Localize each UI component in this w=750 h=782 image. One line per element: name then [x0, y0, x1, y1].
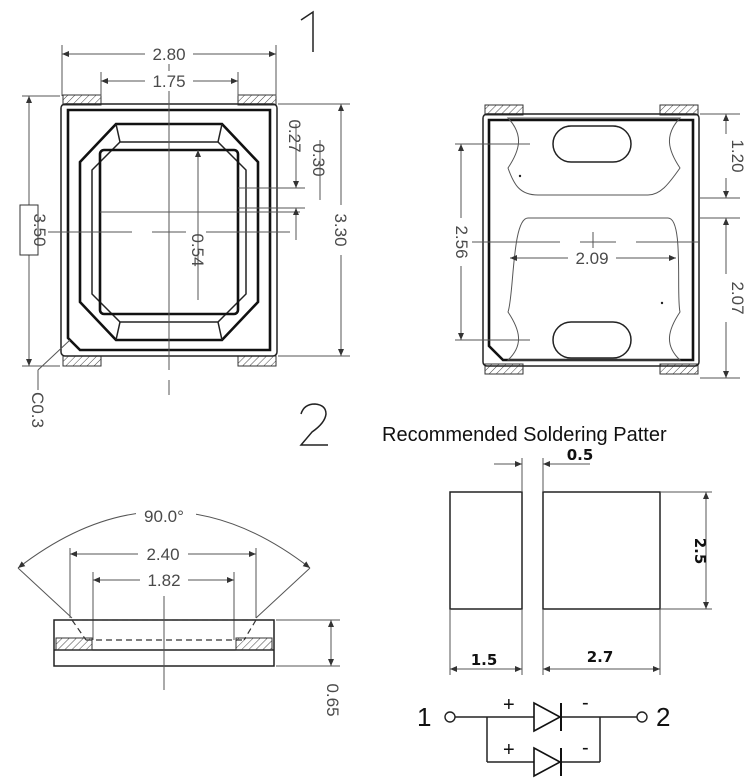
side-outer-width-label: 2.40	[146, 545, 179, 564]
diode-bottom-icon	[533, 746, 562, 778]
top-dim-a-label: 0.27	[285, 119, 304, 152]
circuit-diagram	[444, 701, 648, 778]
terminal-2-label: 2	[656, 702, 670, 732]
side-angle-label: 90.0°	[144, 507, 184, 526]
solder-height-label: 2.5	[691, 538, 709, 565]
diode-top-icon	[533, 701, 562, 733]
soldering-title: Recommended Soldering Patter	[382, 424, 667, 446]
bottom-pad-length-label: 2.07	[728, 281, 747, 314]
side-thickness-label: 0.65	[323, 683, 342, 716]
side-view	[17, 506, 340, 690]
view-number-2	[299, 403, 328, 446]
terminal-1-label: 1	[417, 702, 431, 732]
plus-bottom-label: +	[503, 739, 515, 761]
top-height-label: 3.30	[331, 213, 350, 246]
plus-top-label: +	[503, 694, 515, 716]
bottom-pad-span-label: 2.56	[452, 225, 471, 258]
top-dim-b-label: 0.30	[309, 143, 328, 176]
top-inner-width-label: 1.75	[152, 72, 185, 91]
bottom-pad-width-label: 2.09	[575, 249, 608, 268]
solder-gap-label: 0.5	[567, 446, 594, 464]
solder-small-pad-label: 1.5	[471, 651, 498, 669]
bottom-pad-height-label: 1.20	[728, 139, 747, 172]
minus-bottom-label: -	[582, 737, 589, 759]
bottom-view	[452, 104, 740, 379]
minus-top-label: -	[582, 692, 589, 714]
soldering-pattern	[449, 458, 712, 675]
view-number-1	[300, 10, 314, 52]
top-dim-c-label: 0.54	[188, 233, 207, 266]
top-height-box-label: 3.50	[30, 213, 49, 246]
chamfer-label: C0.3	[28, 392, 47, 428]
top-view	[19, 44, 352, 395]
solder-large-pad-label: 2.7	[587, 648, 614, 666]
side-inner-width-label: 1.82	[147, 571, 180, 590]
top-width-label: 2.80	[152, 45, 185, 64]
